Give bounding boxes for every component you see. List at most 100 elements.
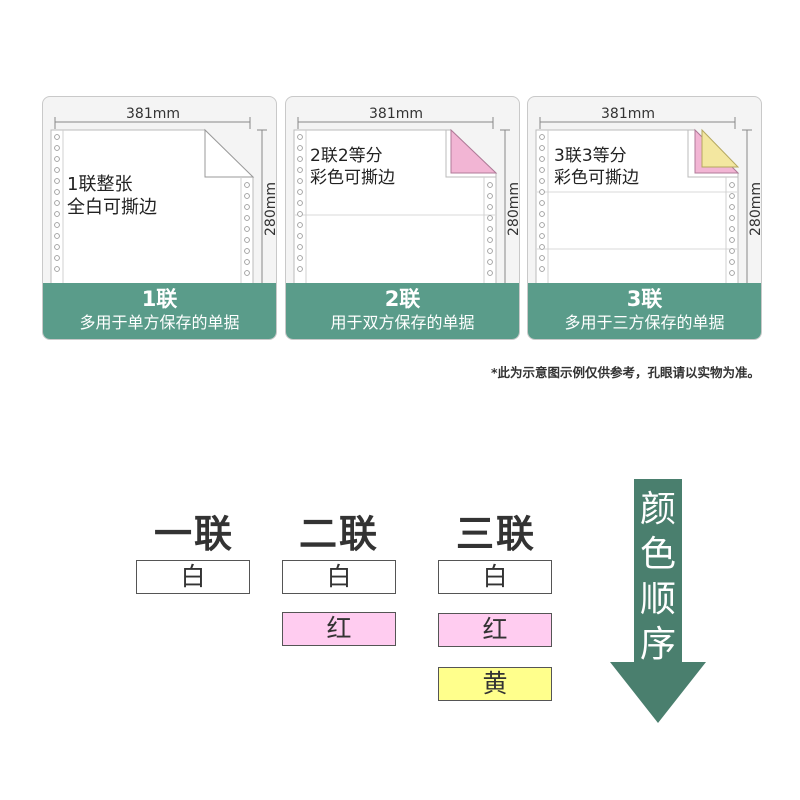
sprocket-hole [54, 211, 60, 217]
sprocket-hole [539, 156, 545, 162]
width-label: 381mm [369, 106, 423, 122]
sprocket-holes [297, 134, 303, 272]
sprocket-hole [729, 193, 735, 199]
sprocket-hole [487, 204, 493, 210]
sprocket-hole [539, 178, 545, 184]
paper-diagram: 381mm 280mm 2联2等分 彩色可撕边 [293, 106, 520, 285]
paper-diagram: 381mm 280mm 3联3等分 彩色可撕边 [535, 106, 762, 285]
paper-text-line-1: 2联2等分 [310, 146, 383, 166]
sprocket-hole [539, 255, 545, 261]
sprocket-hole [487, 215, 493, 221]
paper-diagram: 381mm 280mm 1联整张 全白可撕边 [50, 106, 277, 285]
card-subtitle: 用于双方保存的单据 [330, 313, 475, 332]
card-footer: 3联 多用于三方保存的单据 [528, 283, 761, 339]
sprocket-hole [487, 270, 493, 276]
down-arrow-icon [610, 479, 706, 723]
sprocket-hole [54, 178, 60, 184]
ply-swatch-white: 白 [438, 560, 552, 594]
card-2-ply: 381mm 280mm 2联2等分 彩色可撕边 2联 用于双方保存的单据 [285, 96, 520, 340]
sprocket-hole [244, 237, 250, 243]
sprocket-hole [539, 211, 545, 217]
ply-swatch-red: 红 [282, 612, 396, 646]
sprocket-hole [539, 145, 545, 151]
sprocket-hole [729, 226, 735, 232]
width-label: 381mm [601, 106, 655, 122]
sprocket-hole [487, 226, 493, 232]
sprocket-hole [54, 189, 60, 195]
sprocket-holes [729, 182, 735, 276]
sprocket-holes [487, 182, 493, 276]
sprocket-hole [487, 182, 493, 188]
sprocket-hole [54, 145, 60, 151]
card-3-ply: 381mm 280mm 3联3等分 彩色可撕边 3联 多用于三方保存的单据 [527, 96, 762, 340]
sprocket-hole [729, 270, 735, 276]
height-label: 280mm [263, 182, 277, 236]
paper-text-line-1: 1联整张 [67, 174, 132, 195]
width-label: 381mm [126, 106, 180, 122]
sprocket-hole [297, 167, 303, 173]
sprocket-hole [729, 182, 735, 188]
sprocket-hole [244, 204, 250, 210]
sprocket-hole [244, 270, 250, 276]
sprocket-hole [244, 248, 250, 254]
sprocket-hole [539, 233, 545, 239]
sprocket-hole [729, 248, 735, 254]
sprocket-hole [244, 193, 250, 199]
column-heading-2-ply: 二联 [298, 512, 379, 556]
height-label: 280mm [748, 182, 762, 236]
sprocket-hole [244, 182, 250, 188]
sprocket-hole [54, 222, 60, 228]
sprocket-holes [539, 134, 545, 272]
sprocket-hole [297, 211, 303, 217]
sprocket-hole [54, 233, 60, 239]
card-title: 2联 [384, 287, 421, 311]
color-order-label: 颜 色 顺 序 [639, 489, 676, 665]
yellow-ply-corner [701, 128, 740, 168]
paper-text-line-2: 全白可撕边 [67, 197, 157, 218]
ply-swatch-yellow: 黄 [438, 667, 552, 701]
sprocket-hole [729, 204, 735, 210]
column-heading-1-ply: 一联 [153, 512, 234, 556]
pink-ply-corner [450, 128, 498, 174]
sprocket-hole [54, 244, 60, 250]
sprocket-hole [729, 259, 735, 265]
card-subtitle: 多用于单方保存的单据 [79, 313, 240, 332]
sprocket-hole [297, 255, 303, 261]
height-label: 280mm [506, 182, 520, 236]
sprocket-hole [54, 134, 60, 140]
paper-text-line-2: 彩色可撕边 [310, 168, 395, 188]
sprocket-hole [297, 156, 303, 162]
card-1-ply: 381mm 280mm 1联整张 全白可撕边 1联 多用于单方保存的单据 [42, 96, 277, 340]
ply-swatch-red: 红 [438, 613, 552, 647]
column-heading-3-ply: 三联 [455, 512, 536, 556]
sprocket-hole [297, 178, 303, 184]
sprocket-hole [244, 259, 250, 265]
sprocket-hole [297, 222, 303, 228]
sprocket-hole [539, 222, 545, 228]
sprocket-hole [539, 189, 545, 195]
card-footer: 2联 用于双方保存的单据 [286, 283, 519, 339]
sprocket-hole [297, 200, 303, 206]
sprocket-hole [244, 215, 250, 221]
sprocket-hole [54, 156, 60, 162]
ply-swatch-white: 白 [136, 560, 250, 594]
sprocket-hole [54, 167, 60, 173]
sprocket-hole [297, 244, 303, 250]
sprocket-hole [539, 266, 545, 272]
sprocket-hole [54, 255, 60, 261]
sprocket-hole [54, 266, 60, 272]
card-footer: 1联 多用于单方保存的单据 [43, 283, 276, 339]
sprocket-hole [487, 248, 493, 254]
paper-text-line-2: 彩色可撕边 [554, 168, 639, 188]
sprocket-hole [539, 244, 545, 250]
sprocket-hole [729, 215, 735, 221]
sprocket-hole [297, 233, 303, 239]
card-title: 1联 [141, 287, 178, 311]
disclaimer-note: *此为示意图示例仅供参考，孔眼请以实物为准。 [490, 365, 760, 380]
sprocket-hole [539, 167, 545, 173]
sprocket-holes [244, 182, 250, 276]
paper-text-line-1: 3联3等分 [554, 146, 627, 166]
ply-swatch-white: 白 [282, 560, 396, 594]
sprocket-hole [297, 145, 303, 151]
paper-corner-fold [204, 128, 255, 178]
